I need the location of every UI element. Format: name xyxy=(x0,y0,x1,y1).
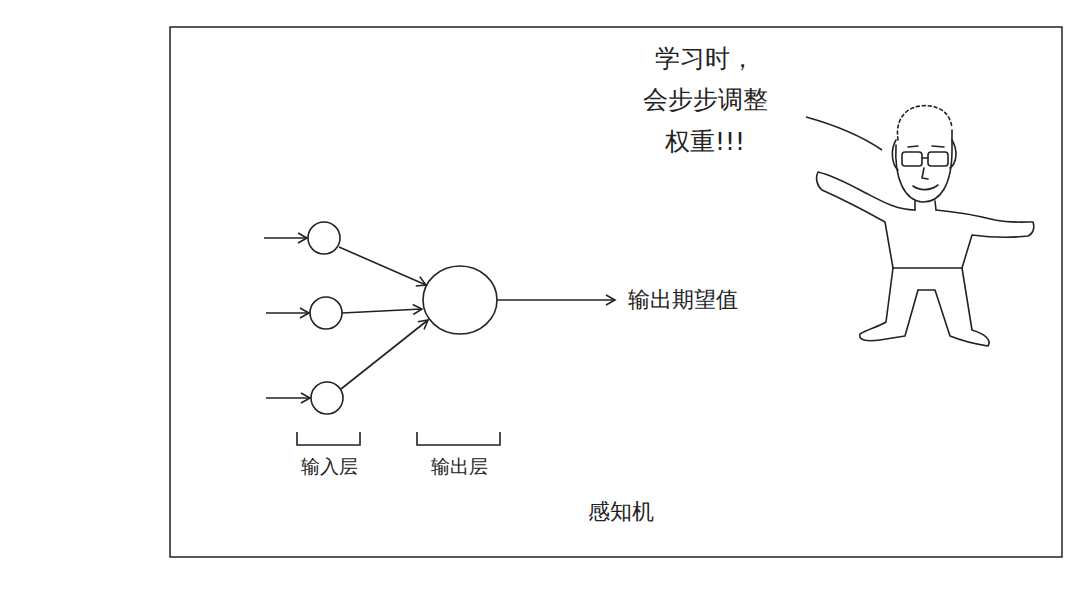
callout-text: 学习时， 会步步调整 权重!!! xyxy=(630,38,780,162)
layer-label: 输出层 xyxy=(431,454,488,480)
man-figure xyxy=(817,106,1034,346)
frame xyxy=(170,27,1062,557)
network xyxy=(264,117,882,445)
diagram-caption: 感知机 xyxy=(588,497,654,527)
output-label: 输出期望值 xyxy=(628,285,738,315)
layer-label: 输入层 xyxy=(301,454,358,480)
